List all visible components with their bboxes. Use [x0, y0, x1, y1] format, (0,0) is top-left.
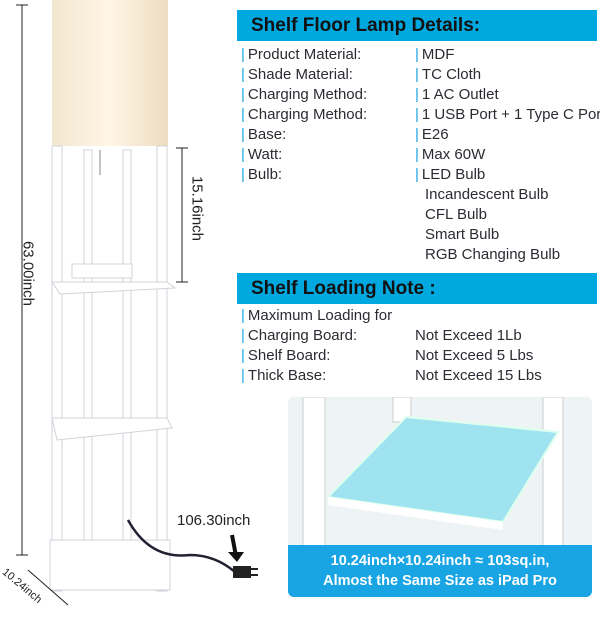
charging-shelf — [51, 281, 177, 295]
bulb-type: RGB Changing Bulb — [425, 246, 561, 263]
bulb-type: Smart Bulb — [425, 226, 500, 243]
row-label: Shade Material: — [247, 66, 353, 83]
row-label: Base: — [247, 126, 287, 143]
base — [49, 539, 171, 591]
loading-row: |Charging Board:Not Exceed 1Lb — [241, 327, 522, 344]
row-label: Thick Base: — [247, 367, 327, 384]
row-label: Watt: — [247, 146, 283, 163]
details-header: Shelf Floor Lamp Details: — [237, 10, 597, 41]
row-value: LED Bulb — [421, 166, 486, 183]
detail-row: |Bulb:|LED Bulb — [241, 166, 486, 183]
row-value: Not Exceed 1Lb — [415, 327, 522, 344]
row-label: Bulb: — [247, 166, 283, 183]
height-dimension: 63.00inch — [19, 240, 37, 307]
row-value: Not Exceed 5 Lbs — [415, 347, 534, 364]
cord-length-dimension: 106.30inch — [177, 512, 251, 529]
lamp-shade — [52, 0, 168, 146]
bulb-type: Incandescent Bulb — [425, 186, 549, 203]
shelf-size-caption: 10.24inch×10.24inch ≈ 103sq.in, Almost t… — [288, 545, 592, 597]
row-value: TC Cloth — [421, 66, 482, 83]
row-value: Not Exceed 15 Lbs — [415, 367, 542, 384]
detail-row: |Product Material:|MDF — [241, 46, 455, 63]
shelf-gap-dimension: 15.16inch — [188, 175, 206, 242]
row-value: E26 — [421, 126, 449, 143]
loading-row: |Thick Base:Not Exceed 15 Lbs — [241, 367, 542, 384]
bulb-type: CFL Bulb — [425, 206, 487, 223]
detail-row: |Shade Material:|TC Cloth — [241, 66, 482, 83]
row-value: MDF — [421, 46, 455, 63]
row-label: Charging Method: — [247, 86, 368, 103]
row-label: Charging Method: — [247, 106, 368, 123]
loading-intro: |Maximum Loading for — [241, 307, 393, 324]
lamp-illustration — [16, 0, 258, 606]
row-value: 1 AC Outlet — [421, 86, 499, 103]
row-value: 1 USB Port + 1 Type C Port — [421, 106, 600, 123]
detail-row: |Charging Method:|1 USB Port + 1 Type C … — [241, 105, 600, 125]
row-value: Max 60W — [421, 146, 486, 163]
plug-icon — [233, 566, 251, 578]
detail-row: |Watt:|Max 60W — [241, 146, 486, 163]
row-label: Charging Board: — [247, 327, 358, 344]
row-label: Product Material: — [247, 46, 362, 63]
middle-shelf — [51, 417, 173, 441]
detail-row: |Base:|E26 — [241, 126, 449, 143]
loading-row: |Shelf Board:Not Exceed 5 Lbs — [241, 347, 534, 364]
loading-header: Shelf Loading Note : — [237, 273, 597, 304]
row-label: Shelf Board: — [247, 347, 331, 364]
detail-row: |Charging Method:|1 AC Outlet — [241, 86, 499, 103]
